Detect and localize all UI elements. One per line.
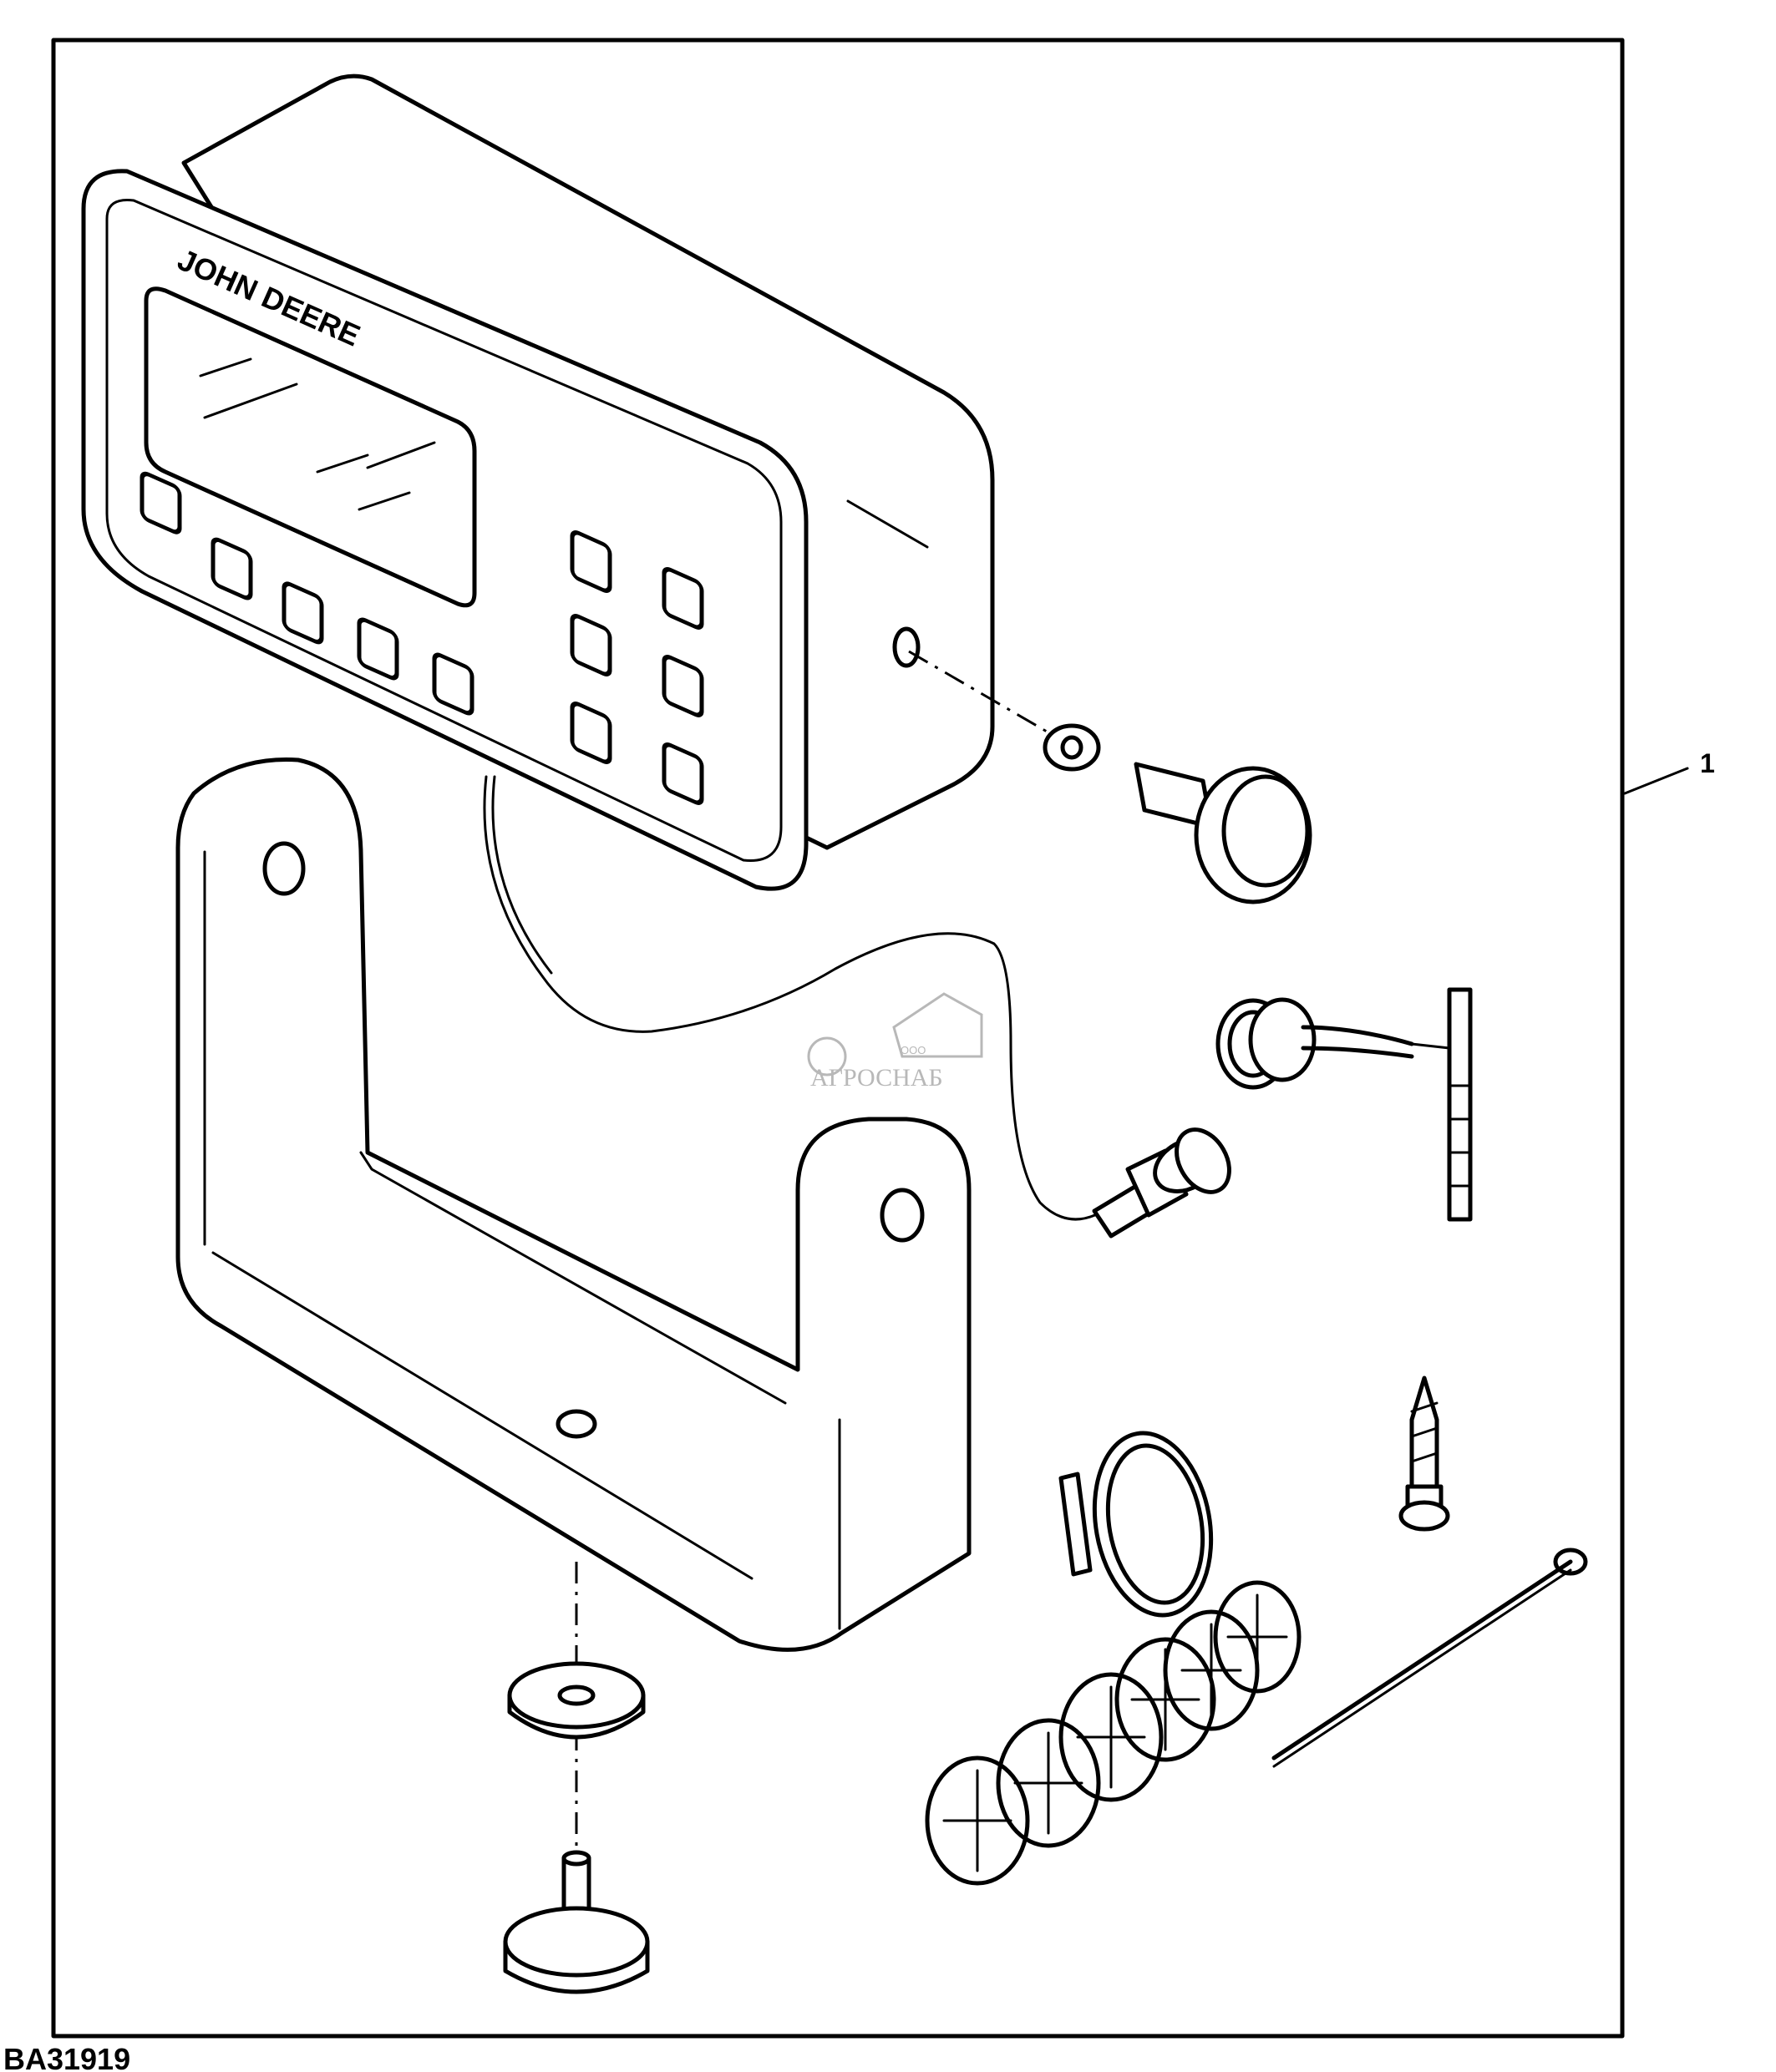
monitor-button (662, 742, 704, 805)
watermark-name: АГРОСНАБ (810, 1064, 943, 1092)
monitor-button (662, 567, 704, 630)
cable-connector (1092, 1127, 1231, 1239)
monitor-lower-buttons (140, 471, 474, 716)
brush-bristles (925, 1580, 1302, 1886)
callout-leader (1623, 767, 1689, 795)
knob-washer (1043, 723, 1101, 772)
callout-number: 1 (1700, 748, 1715, 778)
monitor-button (211, 537, 253, 600)
bracket-side-hole (880, 1188, 925, 1243)
monitor-side-hole (892, 626, 921, 668)
bracket-base-hole (556, 1409, 597, 1439)
watermark-small: ООО (901, 1044, 926, 1056)
monitor-button (432, 652, 474, 716)
bracket-thumbscrew (503, 1850, 650, 1994)
monitor-button (140, 471, 182, 534)
bracket-upper-hole (262, 841, 306, 896)
figure-id: BA31919 (3, 2042, 130, 2072)
watermark: ООО АГРОСНАБ (807, 992, 983, 1092)
display-screen (144, 286, 477, 608)
cleaning-brush (925, 1548, 1588, 1886)
hose-clamp (1058, 1431, 1214, 1618)
monitor: JOHN DEERE (81, 73, 995, 891)
monitor-cable (483, 775, 1117, 1221)
monitor-button (662, 655, 704, 717)
monitor-button (570, 614, 612, 676)
screw (1398, 1375, 1450, 1532)
mounting-knob (1043, 723, 1312, 904)
monitor-keypad (570, 530, 704, 805)
monitor-button (357, 617, 399, 681)
dust-cap-tether (1215, 987, 1473, 1222)
monitor-button (282, 581, 324, 645)
figure-frame (51, 38, 1625, 2039)
monitor-button (570, 530, 612, 593)
knob-centerline (908, 650, 1053, 737)
bracket-washer (507, 1661, 646, 1740)
mounting-bracket (175, 757, 972, 1652)
monitor-button (570, 702, 612, 764)
